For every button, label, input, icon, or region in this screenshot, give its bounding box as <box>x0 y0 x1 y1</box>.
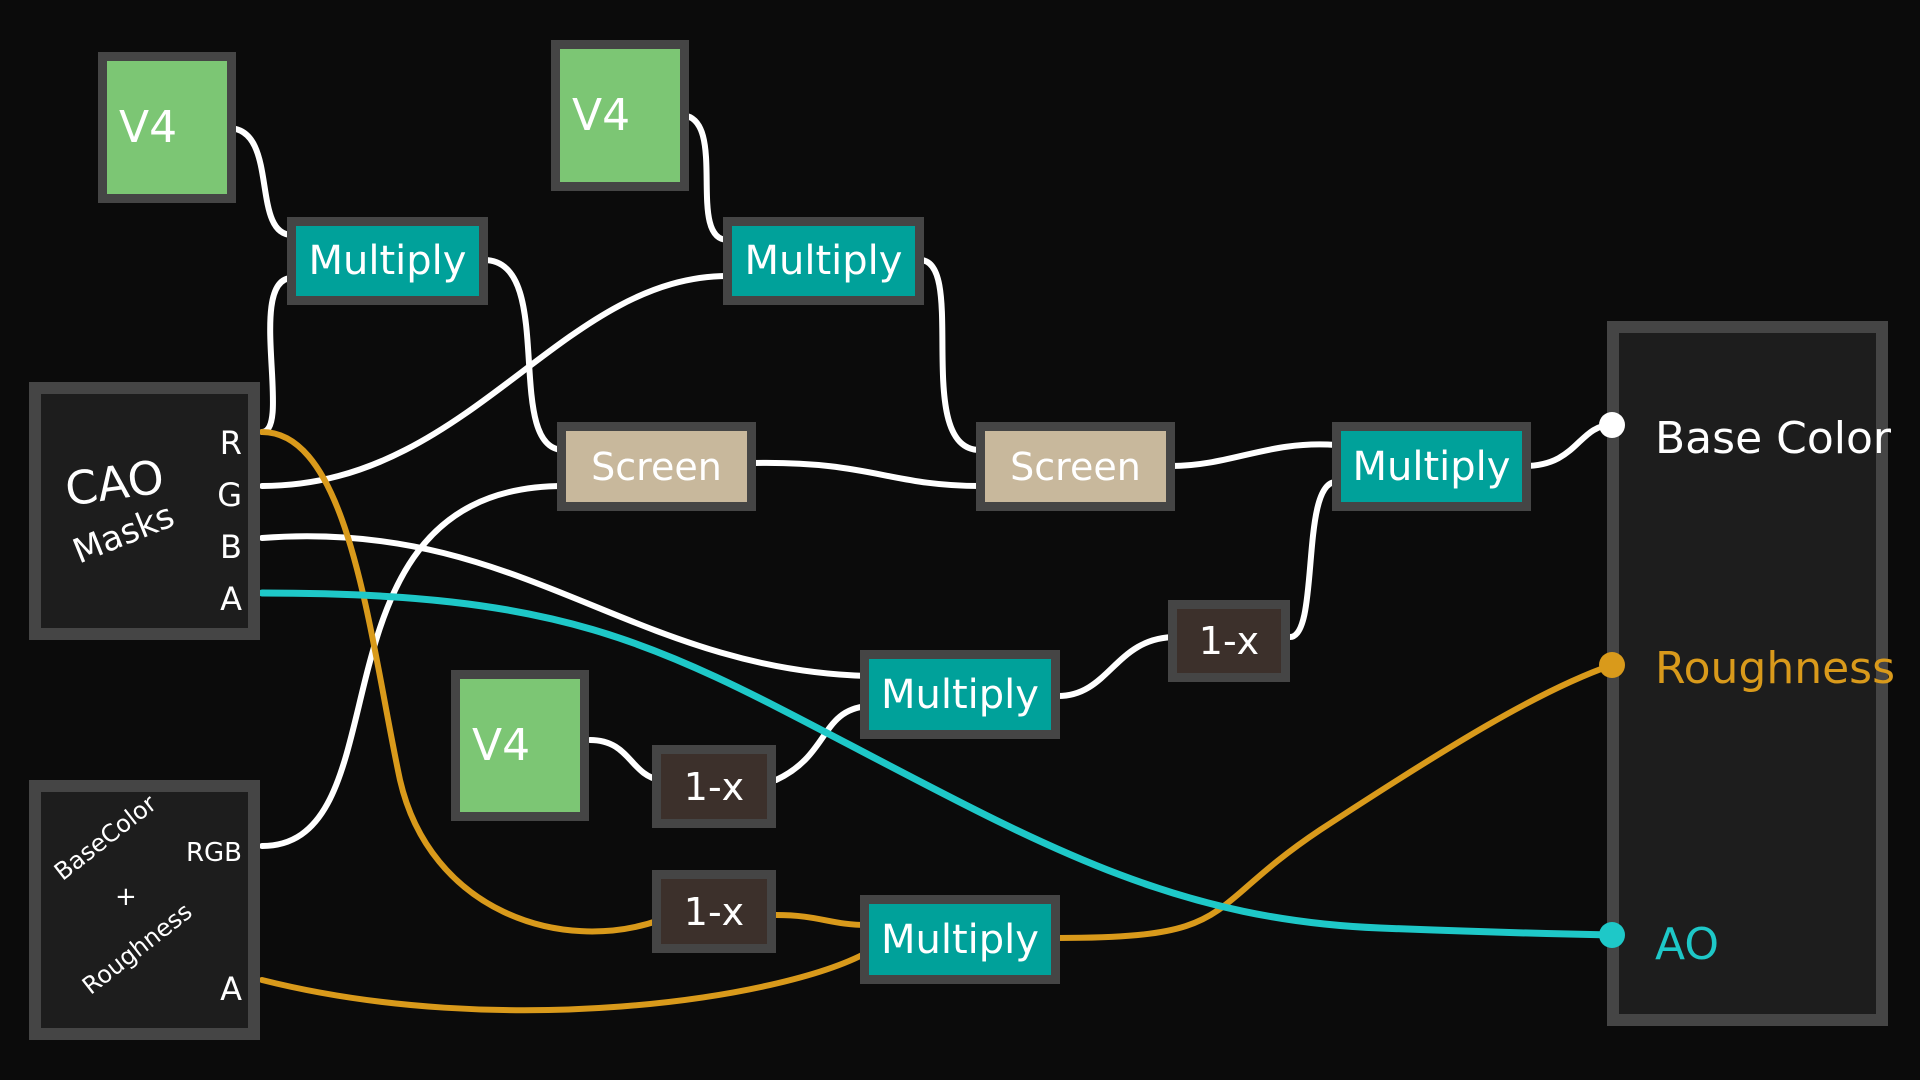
multiply-node-5-label: Multiply <box>1341 431 1522 502</box>
one-minus-node-2[interactable]: 1-x <box>1168 600 1290 682</box>
cao-port-r[interactable]: R <box>219 424 242 462</box>
material-output-node[interactable]: Base Color Roughness AO <box>1607 321 1895 1026</box>
wire-multiply3-to-onex2 <box>1055 634 1179 699</box>
basecolor-roughness-node[interactable]: BaseColor + Roughness RGB A <box>29 780 260 1040</box>
wire-bcr-rgb-to-screen1 <box>259 483 567 849</box>
multiply-node-3-label: Multiply <box>869 659 1051 730</box>
roughness-pin[interactable] <box>1599 652 1625 678</box>
material-output-body: Base Color Roughness AO <box>1619 333 1895 1014</box>
bcr-title-line3: Roughness <box>77 897 198 1001</box>
multiply-node-4-label: Multiply <box>869 904 1051 975</box>
v4-node-3-label: V4 <box>460 679 580 812</box>
wire-cao-g-to-multiply2 <box>259 273 731 489</box>
cao-port-b[interactable]: B <box>220 528 242 566</box>
wire-cao-a-to-ao <box>258 589 1616 939</box>
bcr-title-line1: BaseColor <box>49 789 162 887</box>
wire-multiply4-to-roughness <box>1055 662 1615 941</box>
multiply-node-2[interactable]: Multiply <box>723 217 924 305</box>
v4-node-1[interactable]: V4 <box>98 52 236 203</box>
screen-node-1[interactable]: Screen <box>557 422 756 511</box>
bcr-port-a[interactable]: A <box>220 970 242 1008</box>
wire-onex3-to-multiply4 <box>773 912 871 928</box>
multiply-node-2-label: Multiply <box>732 226 915 296</box>
one-minus-node-1[interactable]: 1-x <box>652 745 776 828</box>
screen-node-2-label: Screen <box>985 431 1166 502</box>
v4-node-2-label: V4 <box>560 49 680 182</box>
output-input-roughness[interactable]: Roughness <box>1655 643 1896 694</box>
multiply-node-1[interactable]: Multiply <box>287 217 488 305</box>
wire-onex2-to-multiply5 <box>1287 479 1339 640</box>
ao-pin[interactable] <box>1599 922 1625 948</box>
wire-screen1-to-screen2 <box>751 459 983 489</box>
wire-multiply1-to-screen1 <box>481 257 567 453</box>
wire-multiply5-to-basecolor <box>1521 422 1615 469</box>
bcr-port-rgb[interactable]: RGB <box>185 838 242 868</box>
output-input-base-color[interactable]: Base Color <box>1655 413 1892 464</box>
screen-node-2[interactable]: Screen <box>976 422 1175 511</box>
wire-multiply2-to-screen2 <box>917 257 983 453</box>
wire-cao-b-to-multiply3 <box>259 533 871 679</box>
one-minus-node-2-label: 1-x <box>1177 609 1281 673</box>
v4-node-3[interactable]: V4 <box>451 670 589 821</box>
multiply-node-4[interactable]: Multiply <box>860 895 1060 984</box>
one-minus-node-3[interactable]: 1-x <box>652 870 776 953</box>
screen-node-1-label: Screen <box>566 431 747 502</box>
wire-v4b-to-multiply2 <box>677 112 731 243</box>
multiply-node-5[interactable]: Multiply <box>1332 422 1531 511</box>
wire-cao-r-to-multiply1 <box>259 275 295 435</box>
wire-screen2-to-multiply5 <box>1169 441 1339 469</box>
bcr-title-line2: + <box>115 882 137 912</box>
basecolor-roughness-body: BaseColor + Roughness RGB A <box>41 789 248 1028</box>
output-input-ao[interactable]: AO <box>1655 919 1719 970</box>
cao-masks-body: CAO Masks R G B A <box>41 394 248 628</box>
wire-bcr-a-to-multiply4 <box>259 949 871 1014</box>
cao-masks-node[interactable]: CAO Masks R G B A <box>29 382 260 640</box>
wire-cao-r-to-onex3 <box>259 429 663 935</box>
wire-v4c-to-onex1 <box>587 737 663 783</box>
multiply-node-1-label: Multiply <box>296 226 479 296</box>
v4-node-2[interactable]: V4 <box>551 40 689 191</box>
v4-node-1-label: V4 <box>107 61 227 194</box>
multiply-node-3[interactable]: Multiply <box>860 650 1060 739</box>
cao-port-a[interactable]: A <box>220 580 242 618</box>
cao-port-g[interactable]: G <box>217 476 242 514</box>
base-color-pin[interactable] <box>1599 412 1625 438</box>
one-minus-node-1-label: 1-x <box>661 754 767 819</box>
wire-v4a-to-multiply1 <box>225 125 295 238</box>
one-minus-node-3-label: 1-x <box>661 879 767 944</box>
